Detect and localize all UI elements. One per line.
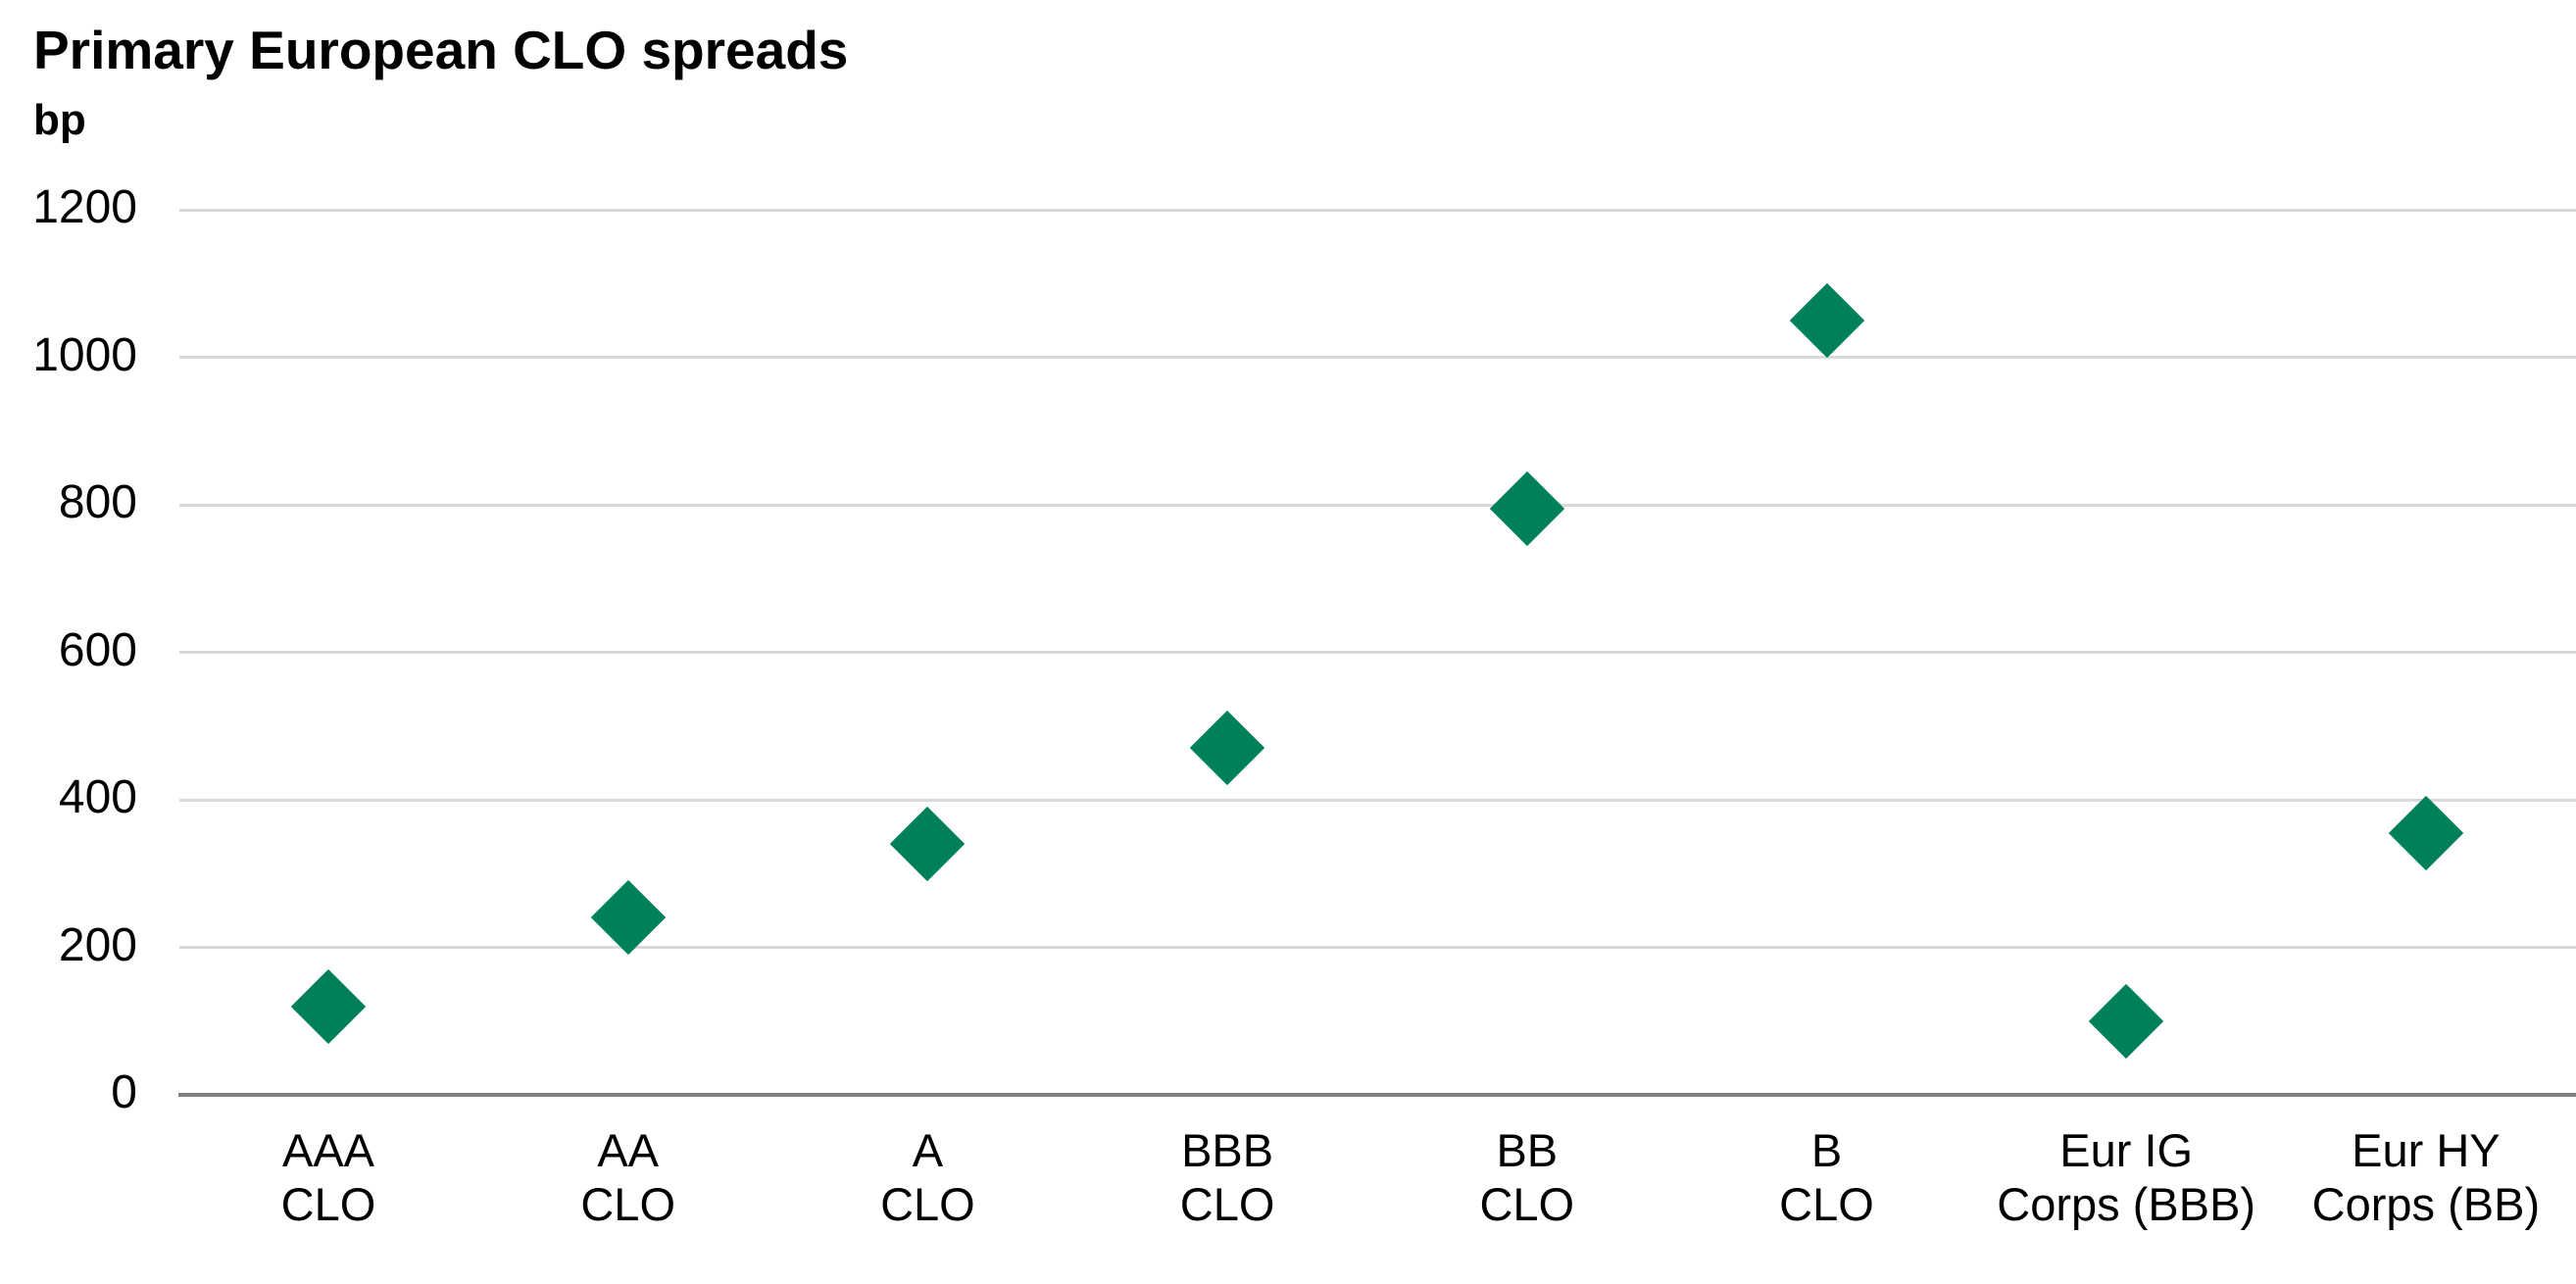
x-category-label-line: AAA [281, 1124, 375, 1176]
x-category-label-line: CLO [1479, 1178, 1575, 1230]
x-category-label-line: CLO [880, 1178, 975, 1230]
x-category-label-line: Eur HY [2352, 1124, 2501, 1176]
y-tick-label: 800 [58, 476, 137, 528]
gridline [179, 356, 2576, 359]
x-category-label-line: AA [597, 1124, 660, 1176]
data-point-diamond [890, 806, 966, 882]
x-category-label-line: CLO [1779, 1178, 1874, 1230]
x-category-label-line: A [912, 1124, 944, 1176]
x-category-label-line: Corps (BB) [2311, 1178, 2541, 1230]
x-category-label-line: Eur IG [2059, 1124, 2194, 1176]
x-category-label-line: CLO [580, 1178, 675, 1230]
x-category-label-line: BB [1496, 1124, 1559, 1176]
data-point-diamond [590, 880, 666, 956]
data-point-diamond [1189, 711, 1265, 786]
gridline [179, 946, 2576, 949]
x-category-label-line: CLO [280, 1178, 376, 1230]
x-category-label-line: CLO [1179, 1178, 1275, 1230]
data-point-diamond [2388, 795, 2464, 871]
gridline [179, 651, 2576, 654]
x-category-label-line: BBB [1181, 1124, 1274, 1176]
y-tick-label: 400 [58, 771, 137, 823]
data-point-diamond [290, 968, 367, 1044]
y-tick-label: 1000 [32, 328, 137, 381]
gridline [179, 798, 2576, 802]
y-axis-unit-label: bp [33, 96, 86, 144]
data-point-diamond [2089, 983, 2164, 1059]
data-point-diamond [1489, 470, 1564, 546]
chart-title: Primary European CLO spreads [33, 20, 849, 80]
y-tick-label: 1200 [32, 181, 137, 233]
x-category-label-line: B [1810, 1124, 1843, 1176]
y-tick-label: 200 [58, 918, 137, 971]
y-tick-label: 600 [58, 623, 137, 676]
x-axis-line [178, 1093, 2576, 1097]
gridline [179, 208, 2576, 212]
data-point-diamond [1789, 282, 1864, 359]
gridline [179, 503, 2576, 507]
y-tick-label: 0 [111, 1066, 137, 1118]
x-category-label-line: Corps (BBB) [1997, 1178, 2256, 1230]
